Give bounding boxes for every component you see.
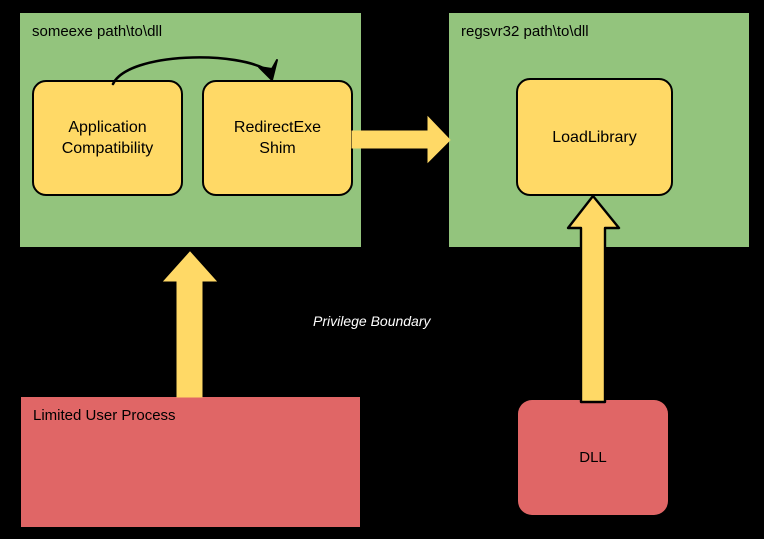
component-loadlibrary-label: LoadLibrary	[552, 128, 637, 146]
component-redirectexe-shim-line1: RedirectExe	[233, 119, 322, 136]
process-panel-someexe-title: someexe path\to\dll	[32, 23, 163, 40]
dll-label: DLL	[579, 449, 607, 466]
component-application-compatibility[interactable]: Application Compatibility	[32, 80, 183, 196]
component-application-compatibility-line2: Compatibility	[61, 140, 154, 157]
limited-user-process-box[interactable]: Limited User Process	[20, 396, 361, 528]
limited-user-process-label: Limited User Process	[33, 407, 176, 424]
arrow-limited-user-to-someexe-icon	[162, 251, 218, 398]
component-redirectexe-shim-label: RedirectExe Shim	[234, 117, 321, 159]
component-redirectexe-shim-line2: Shim	[259, 140, 296, 157]
component-application-compatibility-line1: Application	[68, 119, 147, 136]
component-loadlibrary[interactable]: LoadLibrary	[516, 78, 673, 196]
privilege-boundary-label: Privilege Boundary	[313, 313, 431, 329]
arrow-redirectexe-to-regsvr32-icon	[351, 115, 451, 164]
process-panel-regsvr32-title: regsvr32 path\to\dll	[461, 23, 589, 40]
component-application-compatibility-label: Application Compatibility	[62, 117, 154, 159]
component-redirectexe-shim[interactable]: RedirectExe Shim	[202, 80, 353, 196]
dll-box[interactable]: DLL	[518, 400, 668, 515]
